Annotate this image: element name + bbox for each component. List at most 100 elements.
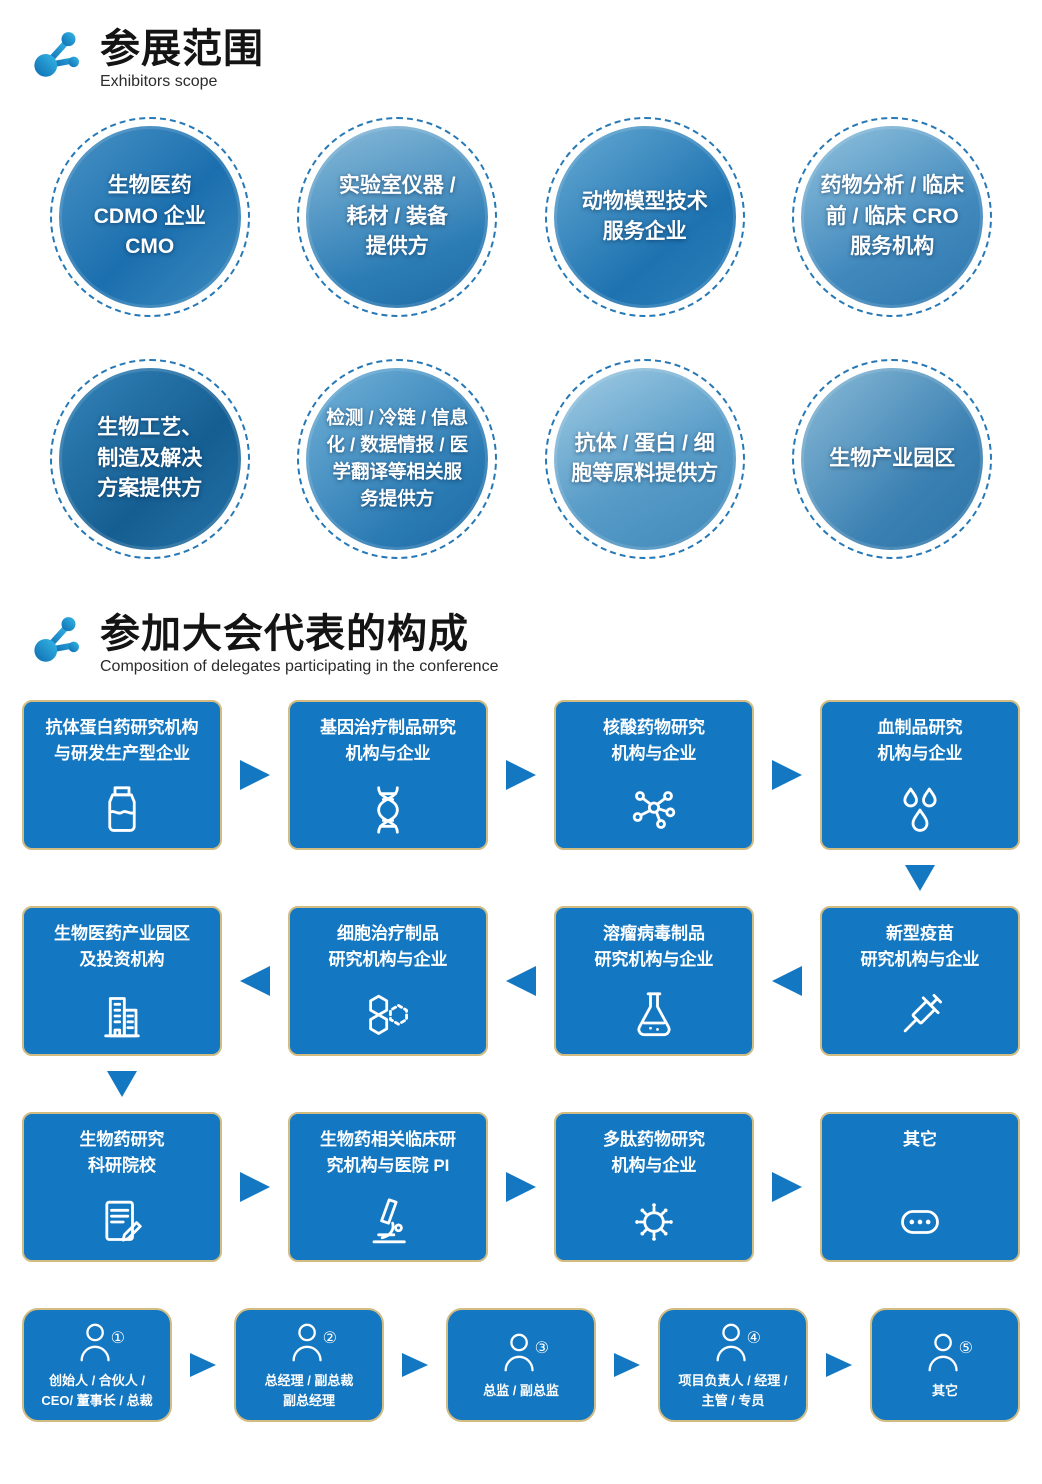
role-label: 总经理 / 副总裁 副总经理	[264, 1373, 354, 1408]
card-label: 溶瘤病毒制品 研究机构与企业	[594, 924, 714, 969]
role-card: ③ 总监 / 副总监	[446, 1308, 596, 1422]
microscope-icon	[360, 1194, 416, 1250]
delegate-card: 抗体蛋白药研究机构 与研发生产型企业	[22, 700, 222, 850]
role-label: 项目负责人 / 经理 / 主管 / 专员	[678, 1373, 788, 1408]
card-label: 基因治疗制品研究 机构与企业	[320, 718, 456, 763]
molecule-logo-icon	[34, 617, 79, 662]
delegate-card: 多肽药物研究 机构与企业	[554, 1112, 754, 1262]
role-label: 创始人 / 合伙人 / CEO/ 董事长 / 总裁	[41, 1373, 153, 1408]
exhibitor-circle: 抗体 / 蛋白 / 细 胞等原料提供方	[544, 359, 745, 559]
arrow-right-icon	[402, 1353, 428, 1377]
circle-label: 实验室仪器 / 耗材 / 装备 提供方	[306, 126, 489, 308]
arrow-right-icon	[240, 760, 270, 790]
arrow-right-icon	[614, 1353, 640, 1377]
role-card: ① 创始人 / 合伙人 / CEO/ 董事长 / 总裁	[22, 1308, 172, 1422]
person-icon: ③	[493, 1330, 549, 1378]
card-label: 生物药相关临床研 究机构与医院 PI	[320, 1130, 456, 1175]
arrow-down-icon	[107, 1071, 137, 1097]
arrow-down-icon	[905, 865, 935, 891]
arrow-left-icon	[240, 966, 270, 996]
circle-label: 药物分析 / 临床 前 / 临床 CRO 服务机构	[801, 126, 984, 308]
cell-hexagon-icon	[360, 988, 416, 1044]
card-label: 其它	[903, 1130, 937, 1149]
card-label: 核酸药物研究 机构与企业	[603, 718, 705, 763]
flask-icon	[626, 988, 682, 1044]
exhibitor-circle: 生物工艺、 制造及解决 方案提供方	[49, 359, 250, 559]
circle-label: 生物产业园区	[801, 368, 984, 550]
delegate-card: 核酸药物研究 机构与企业	[554, 700, 754, 850]
arrow-right-icon	[772, 1172, 802, 1202]
virus-icon	[626, 1194, 682, 1250]
role-card: ⑤ 其它	[870, 1308, 1020, 1422]
card-label: 生物医药产业园区 及投资机构	[54, 924, 190, 969]
molecule-logo-icon	[34, 32, 79, 77]
delegate-card: 细胞治疗制品 研究机构与企业	[288, 906, 488, 1056]
exhibitor-circle: 动物模型技术 服务企业	[544, 117, 745, 317]
arrow-left-icon	[772, 966, 802, 996]
exhibitor-circle: 实验室仪器 / 耗材 / 装备 提供方	[297, 117, 498, 317]
delegate-card: 基因治疗制品研究 机构与企业	[288, 700, 488, 850]
syringe-icon	[892, 988, 948, 1044]
arrow-right-icon	[506, 1172, 536, 1202]
person-icon: ②	[281, 1320, 337, 1368]
delegate-card: 血制品研究 机构与企业	[820, 700, 1020, 850]
delegate-card-grid: 抗体蛋白药研究机构 与研发生产型企业 基因治疗制品研究 机构与企业	[22, 700, 1020, 1262]
section-subtitle: Composition of delegates participating i…	[100, 658, 499, 675]
circle-label: 动物模型技术 服务企业	[553, 126, 736, 308]
role-card: ④ 项目负责人 / 经理 / 主管 / 专员	[658, 1308, 808, 1422]
role-number-badge: ①	[110, 1330, 125, 1347]
delegates-title-block: 参加大会代表的构成 Composition of delegates parti…	[100, 611, 498, 676]
exhibitor-circles: 生物医药 CDMO 企业 CMO 实验室仪器 / 耗材 / 装备 提供方 动物模…	[26, 117, 1016, 559]
exhibitors-section: 参展范围 Exhibitors scope 生物医药 CDMO 企业 CMO 实…	[0, 0, 1042, 559]
card-row-1: 抗体蛋白药研究机构 与研发生产型企业 基因治疗制品研究 机构与企业	[22, 700, 1020, 850]
exhibitor-circle: 检测 / 冷链 / 信息 化 / 数据情报 / 医 学翻译等相关服 务提供方	[297, 359, 498, 559]
person-icon: ⑤	[917, 1330, 973, 1378]
ellipsis-icon	[892, 1194, 948, 1250]
card-label: 新型疫苗 研究机构与企业	[860, 924, 980, 969]
circle-label: 生物工艺、 制造及解决 方案提供方	[58, 368, 241, 550]
blood-drops-icon	[892, 782, 948, 838]
exhibitor-circle: 药物分析 / 临床 前 / 临床 CRO 服务机构	[792, 117, 993, 317]
roles-row: ① 创始人 / 合伙人 / CEO/ 董事长 / 总裁 ② 总经理 / 副总裁 …	[22, 1308, 1020, 1422]
role-label: 其它	[931, 1382, 958, 1398]
delegate-card: 其它	[820, 1112, 1020, 1262]
arrow-right-icon	[772, 760, 802, 790]
delegate-card: 生物医药产业园区 及投资机构	[22, 906, 222, 1056]
circle-label: 生物医药 CDMO 企业 CMO	[58, 126, 241, 308]
arrow-right-icon	[826, 1353, 852, 1377]
card-label: 血制品研究 机构与企业	[877, 718, 963, 763]
exhibitor-circle: 生物产业园区	[792, 359, 993, 559]
role-card: ② 总经理 / 副总裁 副总经理	[234, 1308, 384, 1422]
role-number-badge: ⑤	[958, 1339, 973, 1357]
medicine-bottle-icon	[94, 782, 150, 838]
delegates-section: 参加大会代表的构成 Composition of delegates parti…	[0, 611, 1042, 1422]
circle-label: 检测 / 冷链 / 信息 化 / 数据情报 / 医 学翻译等相关服 务提供方	[306, 368, 489, 550]
person-icon: ①	[69, 1320, 125, 1368]
person-icon: ④	[705, 1320, 761, 1368]
exhibitor-circle: 生物医药 CDMO 企业 CMO	[49, 117, 250, 317]
role-number-badge: ③	[534, 1339, 549, 1357]
section-title: 参展范围	[100, 27, 264, 71]
card-row-3: 生物药研究 科研院校 生物药相关临床研 究机构与医院 PI	[22, 1112, 1020, 1262]
arrow-right-icon	[506, 760, 536, 790]
arrow-right-icon	[190, 1353, 216, 1377]
delegate-card: 生物药研究 科研院校	[22, 1112, 222, 1262]
role-label: 总监 / 副总监	[483, 1382, 559, 1398]
building-icon	[94, 988, 150, 1044]
arrow-right-icon	[240, 1172, 270, 1202]
gap-row-1	[22, 850, 1020, 906]
card-label: 多肽药物研究 机构与企业	[603, 1130, 705, 1175]
card-label: 抗体蛋白药研究机构 与研发生产型企业	[45, 718, 199, 763]
exhibitors-header: 参展范围 Exhibitors scope	[0, 0, 1042, 91]
exhibitors-title-block: 参展范围 Exhibitors scope	[100, 26, 264, 91]
gap-row-2	[22, 1056, 1020, 1112]
document-pen-icon	[94, 1194, 150, 1250]
delegates-header: 参加大会代表的构成 Composition of delegates parti…	[0, 611, 1042, 676]
delegate-card: 生物药相关临床研 究机构与医院 PI	[288, 1112, 488, 1262]
card-row-2: 生物医药产业园区 及投资机构 细胞治疗制品 研究机构与企业	[22, 906, 1020, 1056]
card-label: 生物药研究 科研院校	[79, 1130, 165, 1175]
delegate-card: 溶瘤病毒制品 研究机构与企业	[554, 906, 754, 1056]
role-number-badge: ④	[746, 1330, 761, 1347]
arrow-left-icon	[506, 966, 536, 996]
